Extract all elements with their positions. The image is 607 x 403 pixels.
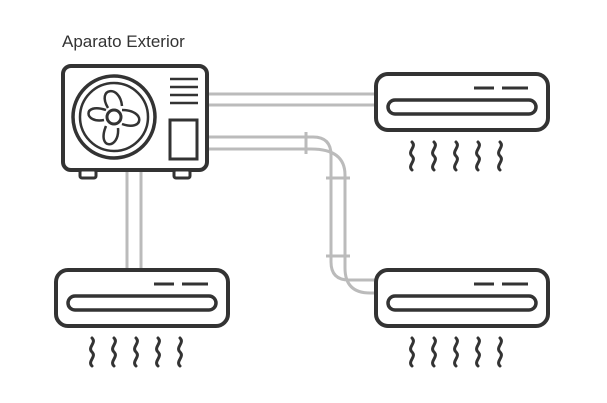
airflow-wave bbox=[133, 336, 139, 368]
airflow-wave bbox=[111, 336, 117, 368]
airflow-waves-icon bbox=[409, 336, 503, 368]
airflow-wave bbox=[497, 336, 503, 368]
indoor-unit-bottom-right bbox=[374, 268, 550, 328]
indoor-unit-top-right bbox=[374, 72, 550, 132]
outdoor-ac-unit-icon bbox=[61, 64, 209, 180]
airflow-wave bbox=[409, 140, 415, 172]
airflow-wave bbox=[431, 140, 437, 172]
airflow-wave bbox=[155, 336, 161, 368]
indoor-units bbox=[54, 72, 550, 368]
fan-icon bbox=[87, 89, 141, 146]
airflow-wave bbox=[89, 336, 95, 368]
airflow-wave bbox=[453, 140, 459, 172]
airflow-waves-icon bbox=[89, 336, 183, 368]
indoor-unit-bottom-left bbox=[54, 268, 230, 328]
refrigerant-pipes bbox=[125, 92, 376, 295]
airflow-wave bbox=[475, 336, 481, 368]
outdoor-unit-label: Aparato Exterior bbox=[62, 32, 185, 51]
airflow-wave bbox=[453, 336, 459, 368]
airflow-wave bbox=[475, 140, 481, 172]
airflow-wave bbox=[409, 336, 415, 368]
airflow-wave bbox=[497, 140, 503, 172]
airflow-wave bbox=[177, 336, 183, 368]
airflow-wave bbox=[431, 336, 437, 368]
airflow-waves-icon bbox=[409, 140, 503, 172]
